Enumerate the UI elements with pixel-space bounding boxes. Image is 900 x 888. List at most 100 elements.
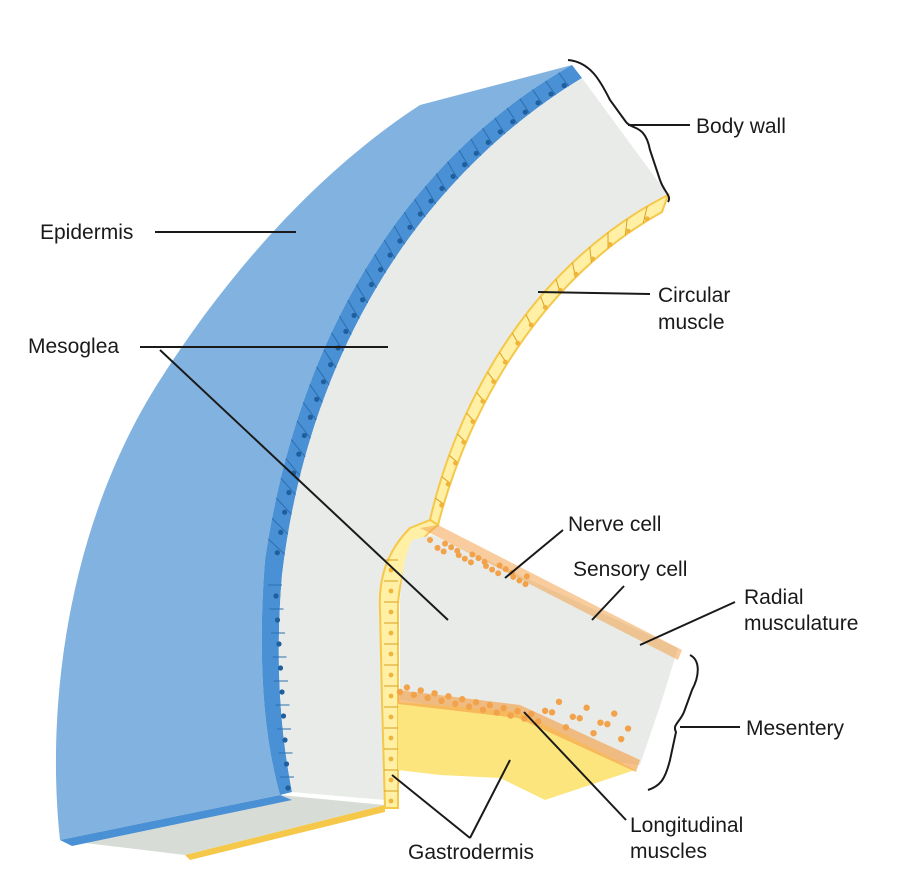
epidermis-nucleus [284,761,289,766]
longitudinal-muscle-dot [577,715,583,721]
circular-muscle-nucleus [480,399,485,404]
longitudinal-muscle-dot [507,712,513,718]
epidermis-nucleus [387,253,392,258]
longitudinal-muscle-dot [452,701,458,707]
nerve-cell-dot [441,548,447,554]
epidermis-nucleus [407,225,412,230]
epidermis-nucleus [535,100,540,105]
circular-muscle-nucleus [446,482,451,487]
epidermis-nucleus [439,186,444,191]
longitudinal-muscle-dot [625,725,631,731]
circular-muscle-nucleus [574,272,579,277]
longitudinal-muscle-dot [570,714,576,720]
nerve-cell-dot [435,545,441,551]
gastrodermis-nucleus [389,736,394,741]
label-longitudinal-line2: muscles [630,840,707,863]
nerve-cell-dot [468,559,474,565]
nerve-cell-leader [505,530,563,578]
epidermis-nucleus [523,109,528,114]
gastrodermis-nucleus [389,631,394,636]
nerve-cell-dot [454,548,460,554]
epidermis-nucleus [286,490,291,495]
epidermis-nucleus [314,397,319,402]
longitudinal-muscle-dot [556,699,562,705]
label-mesentery: Mesentery [746,717,845,740]
gastrodermis-leader-1 [392,775,470,838]
label-nerve-cell: Nerve cell [568,513,661,536]
gastrodermis-nucleus [389,694,394,699]
epidermis-nucleus [498,129,503,134]
nerve-cell-dot [462,556,468,562]
circular-muscle-nucleus [608,242,613,247]
nerve-cell-dot [469,552,475,558]
label-longitudinal-line1: Longitudinal [630,814,743,837]
epidermis-nucleus [360,297,365,302]
epidermis-nucleus [275,550,280,555]
longitudinal-muscle-dot [494,709,500,715]
nerve-cell-dot [482,559,488,565]
gastrodermis-nucleus [389,799,394,804]
epidermis-nucleus [369,282,374,287]
circular-muscle-nucleus [470,419,475,424]
longitudinal-muscle-dot [604,721,610,727]
epidermis-nucleus [343,329,348,334]
longitudinal-muscle-dot [500,705,506,711]
nerve-cell-dot [495,570,501,576]
longitudinal-muscle-dot [542,708,548,714]
longitudinal-muscle-dot [466,704,472,710]
epidermis-nucleus [276,641,281,646]
epidermis-nucleus [296,452,301,457]
label-circular-line2: muscle [658,311,725,334]
epidermis-nucleus [273,593,278,598]
gastrodermis-nucleus [389,589,394,594]
longitudinal-muscle-dot [473,699,479,705]
epidermis-nucleus [275,617,280,622]
epidermis-nucleus [548,91,553,96]
longitudinal-muscle-dot [445,693,451,699]
nerve-cell-dot [497,562,503,568]
nerve-cell-dot [522,581,528,587]
longitudinal-muscle-dot [583,705,589,711]
gastrodermis-nucleus [389,757,394,762]
longitudinal-muscle-dot [563,724,569,730]
longitudinal-muscle-dot [487,702,493,708]
gastrodermis-nucleus [389,652,394,657]
epidermis-nucleus [278,665,283,670]
longitudinal-muscle-dot [411,692,417,698]
circular-muscle-nucleus [590,256,595,261]
epidermis-nucleus [378,267,383,272]
gastrodermis-nucleus [389,715,394,720]
circular-muscle-nucleus [543,305,548,310]
longitudinal-muscle-dot [397,689,403,695]
longitudinal-muscle-dot [514,708,520,714]
epidermis-nucleus [281,713,286,718]
nerve-cell-dot [503,566,509,572]
longitudinal-muscle-dot [424,695,430,701]
epidermis-nucleus [397,238,402,243]
epidermis-nucleus [302,433,307,438]
nerve-cell-dot [442,541,448,547]
epidermis-nucleus [328,362,333,367]
epidermis-nucleus [486,140,491,145]
epidermis-nucleus [418,211,423,216]
circular-muscle-nucleus [461,440,466,445]
label-body-wall: Body wall [696,115,786,138]
epidermis-nucleus [428,198,433,203]
nerve-cell-dot [427,537,433,543]
epidermis-nucleus [308,415,313,420]
longitudinal-muscle-dot [438,698,444,704]
longitudinal-muscle-dot [404,684,410,690]
circular-muscle-nucleus [491,379,496,384]
label-mesoglea: Mesoglea [28,335,119,358]
label-radial-line1: Radial [744,586,804,609]
circular-muscle-nucleus [645,216,650,221]
label-sensory-cell: Sensory cell [573,558,687,581]
circular-muscle-nucleus [529,322,534,327]
gastrodermis-nucleus [389,610,394,615]
longitudinal-muscle-dot [549,709,555,715]
epidermis-nucleus [451,174,456,179]
longitudinal-muscle-dot [618,736,624,742]
epidermis-nucleus [510,119,515,124]
longitudinal-muscle-dot [431,690,437,696]
